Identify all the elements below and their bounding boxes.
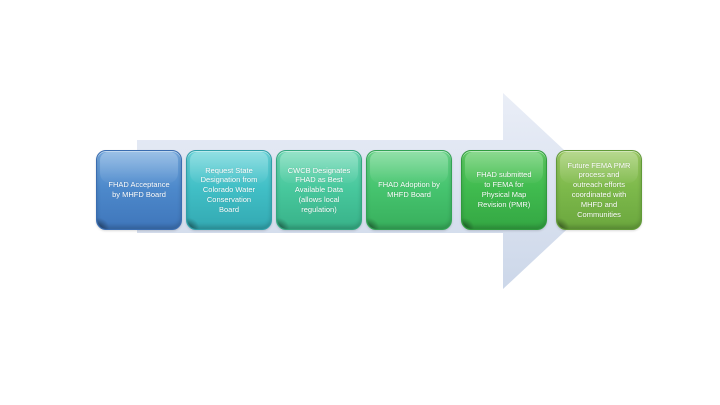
step-label: CWCB Designates FHAD as Best Available D… [287, 165, 351, 214]
step-label: Future FEMA PMR process and outreach eff… [567, 160, 631, 219]
step-fema-submission: FHAD submitted to FEMA for Physical Map … [461, 150, 547, 230]
step-label: Request State Designation from Colorado … [200, 165, 258, 214]
step-label: FHAD submitted to FEMA for Physical Map … [476, 170, 532, 209]
step-fhad-acceptance: FHAD Acceptance by MHFD Board [96, 150, 182, 230]
step-fhad-adoption: FHAD Adoption by MHFD Board [366, 150, 452, 230]
step-label: FHAD Adoption by MHFD Board [378, 180, 440, 199]
step-cwcb-designation: CWCB Designates FHAD as Best Available D… [276, 150, 362, 230]
step-label: FHAD Acceptance by MHFD Board [108, 180, 170, 199]
step-state-designation-request: Request State Designation from Colorado … [186, 150, 272, 230]
step-fema-pmr-outreach: Future FEMA PMR process and outreach eff… [556, 150, 642, 230]
